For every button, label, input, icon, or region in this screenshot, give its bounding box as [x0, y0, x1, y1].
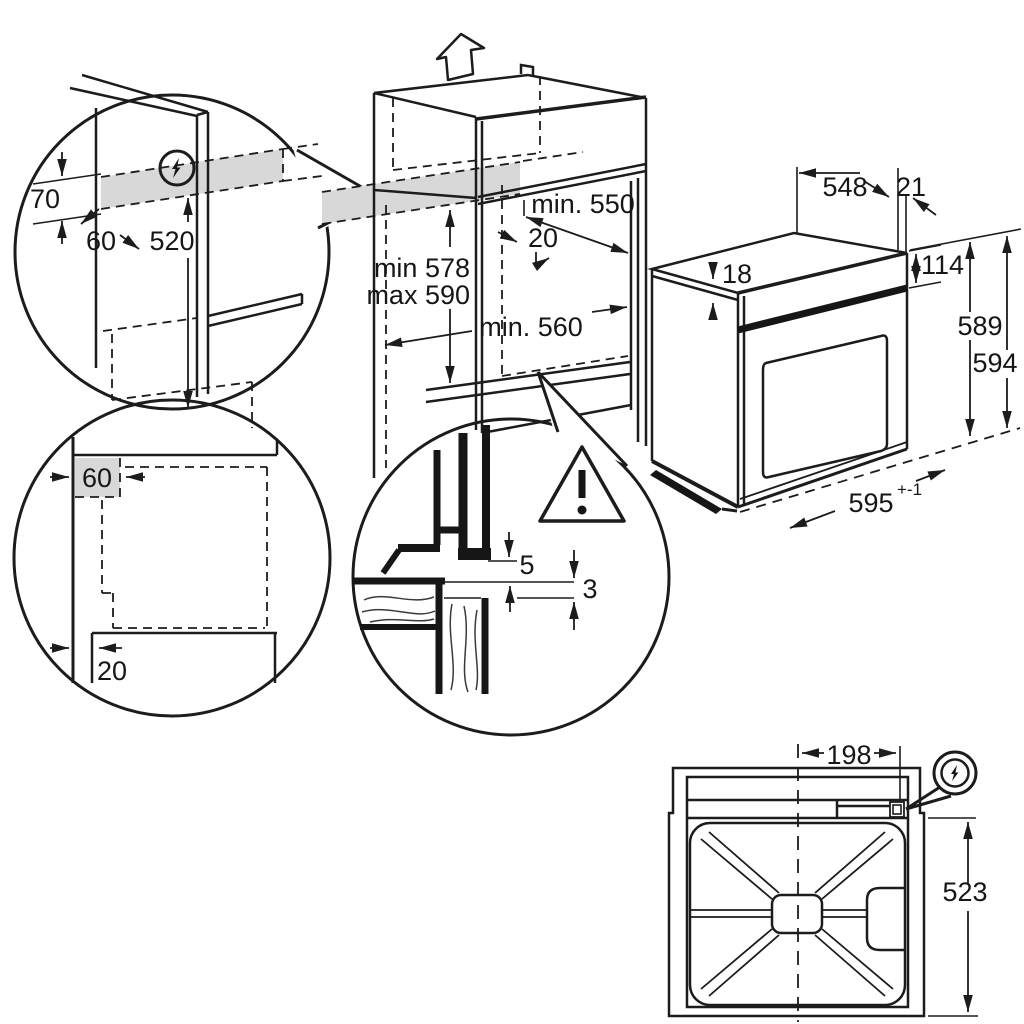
- dim-520-label: 520: [149, 226, 194, 256]
- callout-wedge: [536, 370, 629, 468]
- recess-dashed-outline: [321, 151, 584, 225]
- callout-tail: [905, 785, 952, 811]
- dim-595-tolerance-label: +-1: [897, 480, 922, 499]
- dim-60: 60: [50, 463, 145, 493]
- top-view: 198 523: [667, 740, 988, 1022]
- dim-min-560-label: min. 560: [479, 312, 583, 342]
- oven-front-section: [380, 425, 491, 575]
- dim-5: 5: [445, 532, 574, 612]
- dim-595: 595 +-1: [789, 469, 946, 529]
- dim-520: 520: [149, 198, 195, 408]
- dim-niche-height: min 578 max 590: [366, 210, 470, 383]
- cabinet-view: min. 550 20 min 578 max 590 min. 560: [321, 32, 648, 478]
- dim-max-590-label: max 590: [366, 280, 470, 310]
- niche-dashed-outline: [75, 458, 268, 629]
- oven-plinth: [650, 470, 722, 514]
- dim-3: 3: [517, 550, 598, 630]
- electrical-connection-icon: [905, 750, 978, 811]
- detail-circle-outline: [12, 398, 332, 718]
- up-arrow-icon: [435, 32, 486, 82]
- wood-grain: [449, 603, 479, 693]
- dim-523-label: 523: [942, 877, 987, 907]
- cabinet-edges: [32, 73, 304, 428]
- dim-594: 594: [972, 236, 1018, 428]
- dim-70: 70: [30, 152, 67, 244]
- detail-circle-outline: [13, 93, 331, 411]
- connection-zone-shaded: [75, 458, 120, 497]
- dim-min-560: min. 560: [384, 304, 628, 348]
- dim-70-label: 70: [30, 184, 60, 214]
- detail-circle-recess: 70 60 520: [13, 73, 380, 428]
- dim-min-550-label: min. 550: [531, 189, 635, 219]
- dim-595-label: 595: [848, 488, 893, 518]
- dim-114: 114: [911, 250, 964, 283]
- detail-circle-outline: [351, 417, 671, 737]
- dim-min-550: min. 550: [525, 189, 635, 254]
- niche-front-edges: [71, 437, 279, 683]
- dim-min-578-label: min 578: [374, 253, 470, 283]
- outer-outline: [667, 766, 926, 1018]
- center-plate: [770, 893, 824, 935]
- oven-door-window: [761, 334, 889, 479]
- wood-grain: [361, 595, 436, 623]
- dim-548: 548: [799, 168, 890, 202]
- fan-housing-bump: [865, 886, 905, 952]
- recess-shaded-area: [101, 149, 283, 209]
- cabinet-panel-section: [444, 597, 489, 694]
- dim-5-label: 5: [519, 550, 534, 580]
- dim-20-label: 20: [528, 223, 558, 253]
- dim-589-label: 589: [957, 311, 1002, 341]
- dim-594-label: 594: [972, 348, 1017, 378]
- dim-20: 20: [497, 223, 558, 271]
- dim-114-label: 114: [921, 250, 964, 280]
- dim-60-label: 60: [86, 226, 116, 256]
- dim-589: 589: [957, 242, 1003, 436]
- oven-view: 548 21 18 114 589 594 595 +-: [647, 167, 1022, 529]
- cabinet-hidden-edges: [385, 76, 629, 468]
- detail-circle-gap-section: 5 3: [351, 370, 671, 737]
- dim-20: 20: [50, 643, 127, 686]
- electrical-connection-icon: [158, 149, 196, 187]
- dim-18: 18: [708, 259, 752, 320]
- dim-198: 198: [802, 740, 901, 800]
- control-panel-band: [737, 284, 908, 334]
- dim-523: 523: [928, 817, 988, 1017]
- detail-circle-niche-front: 60 20: [12, 398, 332, 718]
- oven-body: [647, 231, 909, 514]
- dim-21-label: 21: [896, 172, 926, 202]
- bottom-braces: [690, 831, 894, 997]
- warning-icon: [538, 445, 626, 523]
- terminal-box-inner: [892, 804, 902, 815]
- lightning-bolt-glyph: [172, 158, 181, 178]
- extension-lines: [796, 167, 1022, 289]
- dim-548-label: 548: [822, 172, 867, 202]
- dim-198-label: 198: [826, 740, 871, 770]
- floor-reference-line: [739, 427, 1021, 513]
- dim-20-label: 20: [97, 656, 127, 686]
- dim-18-label: 18: [722, 259, 752, 289]
- cabinet-back-tab: [519, 63, 535, 76]
- dim-21: 21: [896, 172, 937, 216]
- dim-60: 60: [80, 208, 140, 256]
- dim-3-label: 3: [582, 574, 597, 604]
- worktop-section: [352, 577, 445, 694]
- callout-gap: [292, 144, 380, 233]
- dim-60-label: 60: [82, 463, 112, 493]
- cabinet-solid-edges: [372, 63, 648, 478]
- terminal-box: [889, 801, 905, 818]
- lightning-bolt-glyph: [951, 765, 959, 781]
